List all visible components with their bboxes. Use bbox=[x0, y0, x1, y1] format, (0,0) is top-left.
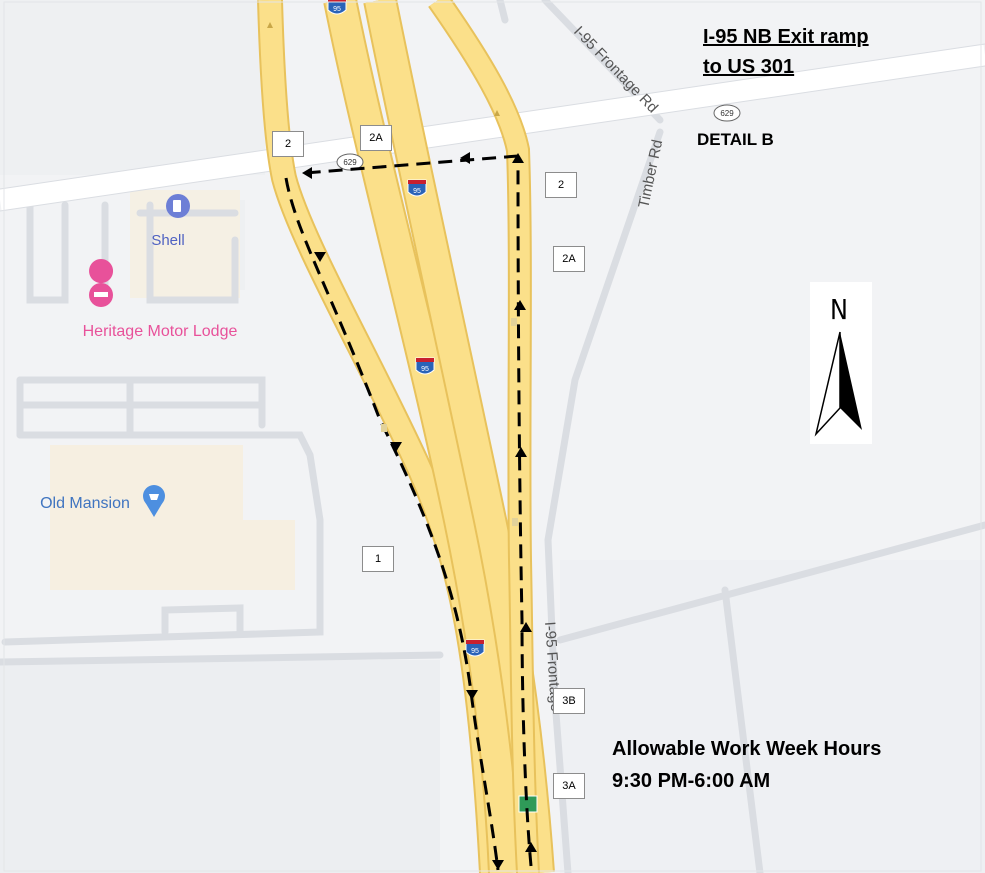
shell-label: Shell bbox=[151, 232, 184, 249]
map-title: I-95 NB Exit ramp to US 301 bbox=[703, 22, 869, 82]
callout-2a-right: 2A bbox=[553, 246, 585, 272]
callout-2-left: 2 bbox=[272, 131, 304, 157]
callout-3a: 3A bbox=[553, 773, 585, 799]
map-title-line2: to US 301 bbox=[703, 56, 795, 78]
old-mansion-icon bbox=[143, 485, 165, 517]
svg-text:95: 95 bbox=[333, 6, 341, 13]
ramp-marker bbox=[511, 318, 517, 326]
work-hours-note: Allowable Work Week Hours 9:30 PM-6:00 A… bbox=[612, 733, 881, 797]
work-hours-time: 9:30 PM-6:00 AM bbox=[612, 770, 771, 792]
arrow-up-icon bbox=[514, 300, 526, 310]
detail-label: DETAIL B bbox=[697, 130, 774, 149]
ramp-marker bbox=[381, 424, 387, 432]
route-629-shield-left: 629 bbox=[336, 153, 364, 171]
map-title-line1: I-95 NB Exit ramp bbox=[703, 26, 869, 48]
svg-text:95: 95 bbox=[421, 366, 429, 373]
frame-border bbox=[3, 1, 982, 872]
north-arrow: N bbox=[810, 282, 872, 444]
lane-direction-icons bbox=[267, 22, 500, 116]
arrow-down-icon bbox=[314, 252, 326, 262]
ramp-marker bbox=[512, 518, 518, 526]
arrow-up-icon bbox=[512, 153, 524, 163]
work-route-exit-path bbox=[284, 154, 533, 871]
work-hours-heading: Allowable Work Week Hours bbox=[612, 738, 882, 760]
callout-2a-top: 2A bbox=[360, 125, 392, 151]
interstate-shield-top: 95 bbox=[327, 0, 347, 15]
callout-1: 1 bbox=[362, 546, 394, 572]
arrow-up-icon bbox=[515, 447, 527, 457]
route-arrows bbox=[302, 152, 537, 870]
north-arrow-icon bbox=[840, 332, 862, 430]
shell-gas-icon bbox=[166, 194, 190, 218]
old-mansion-label: Old Mansion bbox=[40, 495, 130, 512]
arrow-down-icon bbox=[492, 860, 504, 870]
north-label: N bbox=[830, 294, 848, 326]
callout-2-right: 2 bbox=[545, 172, 577, 198]
arrow-left-icon bbox=[460, 152, 470, 164]
route-629-shield-right: 629 bbox=[713, 104, 741, 122]
arrow-down-icon bbox=[466, 690, 478, 700]
arrow-down-icon bbox=[390, 442, 402, 452]
interstate-shield-middle: 95 bbox=[415, 357, 435, 375]
motor-lodge-label: Heritage Motor Lodge bbox=[83, 323, 238, 340]
arrow-up-icon bbox=[520, 622, 532, 632]
callout-3b: 3B bbox=[553, 688, 585, 714]
svg-text:95: 95 bbox=[413, 188, 421, 195]
interstate-shield-lower: 95 bbox=[465, 639, 485, 657]
svg-text:629: 629 bbox=[720, 109, 734, 118]
interstate-shield-upper: 95 bbox=[407, 179, 427, 197]
motor-lodge-icon bbox=[89, 259, 114, 307]
route-629-road bbox=[0, 44, 985, 211]
svg-text:629: 629 bbox=[343, 158, 357, 167]
arrow-up-icon bbox=[525, 842, 537, 852]
arrow-left-icon bbox=[302, 167, 312, 179]
svg-text:95: 95 bbox=[471, 648, 479, 655]
